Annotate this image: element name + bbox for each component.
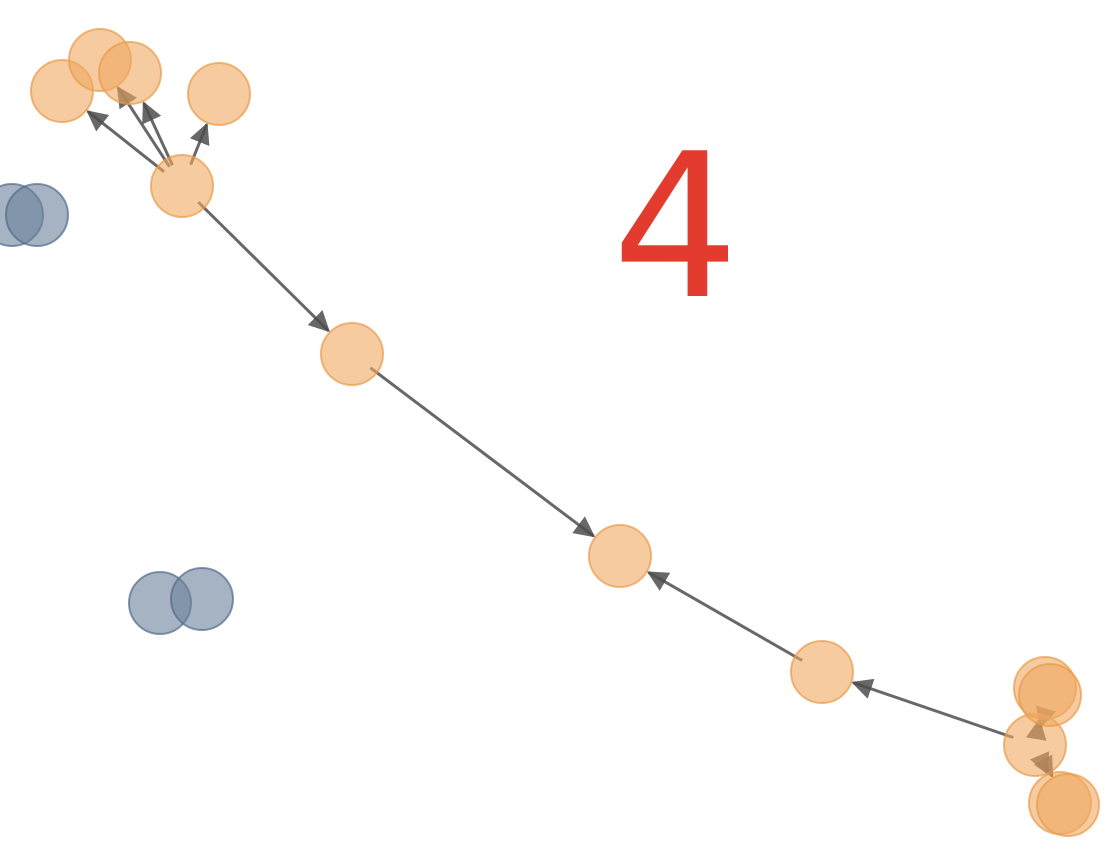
edge-n5-n1: [86, 110, 165, 173]
node-layer: [0, 28, 1100, 837]
edge-n8-n7: [646, 571, 803, 662]
node-n11[interactable]: [1018, 663, 1082, 727]
node-n6[interactable]: [320, 322, 384, 386]
node-n8[interactable]: [790, 640, 854, 704]
edge-n5-n6: [197, 201, 330, 333]
node-n4[interactable]: [187, 62, 251, 126]
node-n13[interactable]: [1036, 773, 1100, 837]
node-n5[interactable]: [150, 154, 214, 218]
node-n7[interactable]: [588, 524, 652, 588]
edge-layer: [86, 85, 1057, 778]
edge-n6-n7: [369, 366, 596, 538]
node-n3[interactable]: [98, 41, 162, 105]
page-number-label: 4: [612, 111, 740, 344]
edge-n9-n8: [851, 678, 1014, 739]
edge-n5-n3: [142, 101, 174, 166]
node-b4[interactable]: [170, 567, 234, 631]
node-b2[interactable]: [5, 183, 69, 247]
